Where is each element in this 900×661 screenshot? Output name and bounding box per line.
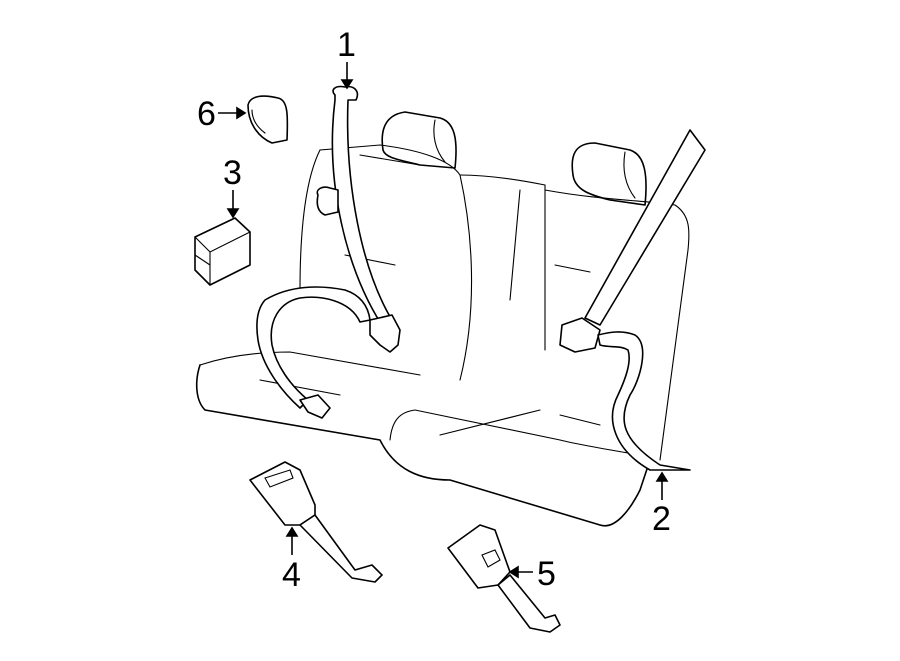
part-3-block [194, 217, 251, 286]
callout-3: 3 [223, 154, 242, 192]
callout-2: 2 [652, 500, 671, 538]
part-2-right-belt [559, 129, 706, 471]
callout-4: 4 [282, 556, 301, 594]
part-1-shoulder-belt [256, 85, 401, 419]
part-6-cap [247, 95, 289, 144]
callout-1: 1 [337, 26, 356, 64]
callout-5: 5 [537, 555, 556, 593]
part-5-buckle [447, 524, 561, 633]
part-4-buckle [249, 461, 383, 583]
callout-6: 6 [197, 95, 216, 133]
leader-arrows [218, 62, 669, 579]
